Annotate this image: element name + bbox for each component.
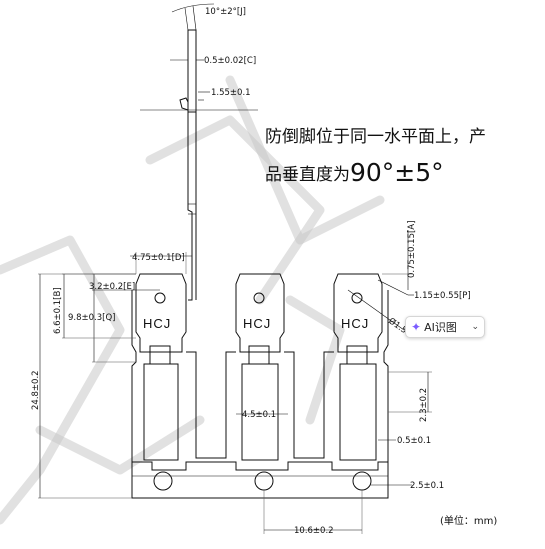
top-radius-label: 0.75±0.15[A] bbox=[407, 221, 417, 278]
note-line-2-value: 90°±5° bbox=[350, 158, 444, 187]
foot-label: 0.5±0.1 bbox=[397, 436, 431, 446]
front-view: HCJ HCJ HCJ bbox=[131, 273, 389, 499]
chamfer-label: 1.15±0.55[P] bbox=[414, 291, 471, 301]
ai-recognize-label: AI识图 bbox=[424, 321, 457, 334]
chevron-down-icon: ⌄ bbox=[471, 322, 479, 332]
thickness-label: 0.5±0.02[C] bbox=[204, 56, 256, 66]
unit-label: (单位：mm) bbox=[440, 514, 497, 527]
marking-1: HCJ bbox=[143, 316, 171, 331]
side-view: 10°±2°[J] 0.5±0.02[C] 1.55±0.1 bbox=[140, 3, 258, 301]
total-height-label: 24.8±0.2 bbox=[31, 370, 41, 410]
marking-3: HCJ bbox=[341, 316, 369, 331]
pitch-label: 10.6±0.2 bbox=[294, 526, 334, 536]
dimensions: 4.75±0.1[D] 3.2±0.2[E] 6.6±0.1[B] 9.8±0.… bbox=[31, 221, 471, 536]
tab-width-label: 4.75±0.1[D] bbox=[132, 253, 185, 263]
note: 防倒脚位于同一水平面上，产 品垂直度为 90°±5° bbox=[265, 127, 486, 187]
carrier-hole-label: 2.5±0.1 bbox=[410, 481, 444, 491]
tab-height-label: 6.6±0.1[B] bbox=[53, 287, 63, 334]
sparkle-icon: ✦ bbox=[411, 320, 422, 334]
note-line-2-prefix: 品垂直度为 bbox=[265, 165, 350, 185]
marking-2: HCJ bbox=[243, 316, 271, 331]
slot-label: 2.3±0.2 bbox=[419, 388, 429, 422]
hole-offset-label: 3.2±0.2[E] bbox=[89, 282, 135, 292]
body-width-label: 4.5±0.1 bbox=[242, 410, 276, 420]
bend-offset-label: 1.55±0.1 bbox=[211, 88, 251, 98]
angle-label: 10°±2°[J] bbox=[205, 7, 246, 17]
watermark-strokes bbox=[0, 75, 385, 525]
note-line-1: 防倒脚位于同一水平面上，产 bbox=[265, 127, 486, 147]
ai-recognize-button[interactable]: ✦ AI识图 ⌄ bbox=[405, 316, 485, 338]
tab-to-body-label: 9.8±0.3[Q] bbox=[68, 313, 115, 323]
